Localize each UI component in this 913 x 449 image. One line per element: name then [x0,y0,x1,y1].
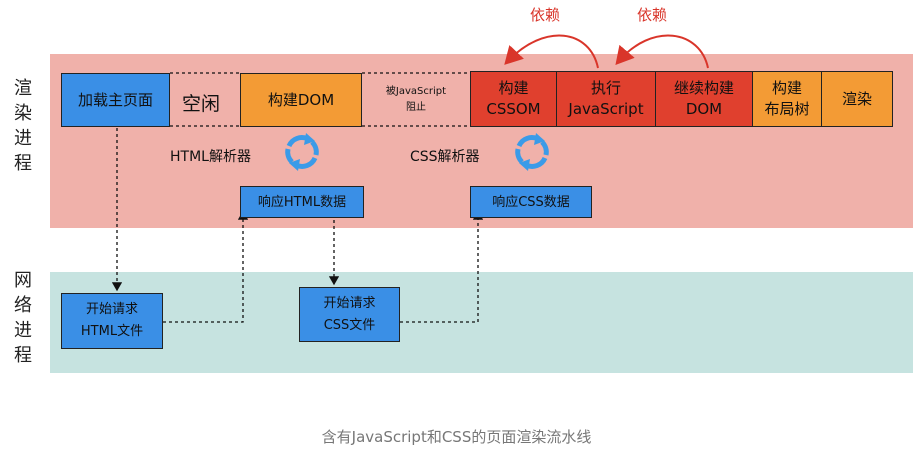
idle-step: 空闲 [182,93,221,115]
arrow-request-css-to-response [400,210,484,323]
paint-step: 渲染 [821,71,893,127]
render-process-label: 渲染进程 [14,78,32,174]
dependency-arc-1 [504,34,599,69]
response-html-data-box: 响应HTML数据 [240,186,364,218]
css-parser-label: CSS解析器 [410,149,480,165]
continue-build-dom-step: 继续构建 DOM [655,71,753,127]
build-dom-step: 构建DOM [240,73,362,127]
html-parser-label: HTML解析器 [170,149,251,165]
blocked-by-js-note: 被JavaScript 阻止 [385,86,447,113]
request-css-file-box: 开始请求 CSS文件 [299,287,400,342]
refresh-cycle-icon [285,133,319,171]
network-process-label: 网络进程 [14,270,32,366]
arrow-request-html-to-response [163,210,249,323]
refresh-cycle-icon [515,133,549,171]
dependency-arc-2 [615,34,709,69]
request-html-file-box: 开始请求 HTML文件 [61,293,163,349]
figure-caption: 含有JavaScript和CSS的页面渲染流水线 [321,428,592,446]
dependency-label: 依赖 [530,6,561,24]
build-cssom-step: 构建 CSSOM [470,71,557,127]
dependency-label: 依赖 [637,6,668,24]
execute-js-step: 执行 JavaScript [556,71,656,127]
build-layout-tree-step: 构建 布局树 [752,71,822,127]
load-main-page-step: 加载主页面 [61,73,170,127]
response-css-data-box: 响应CSS数据 [470,186,592,218]
